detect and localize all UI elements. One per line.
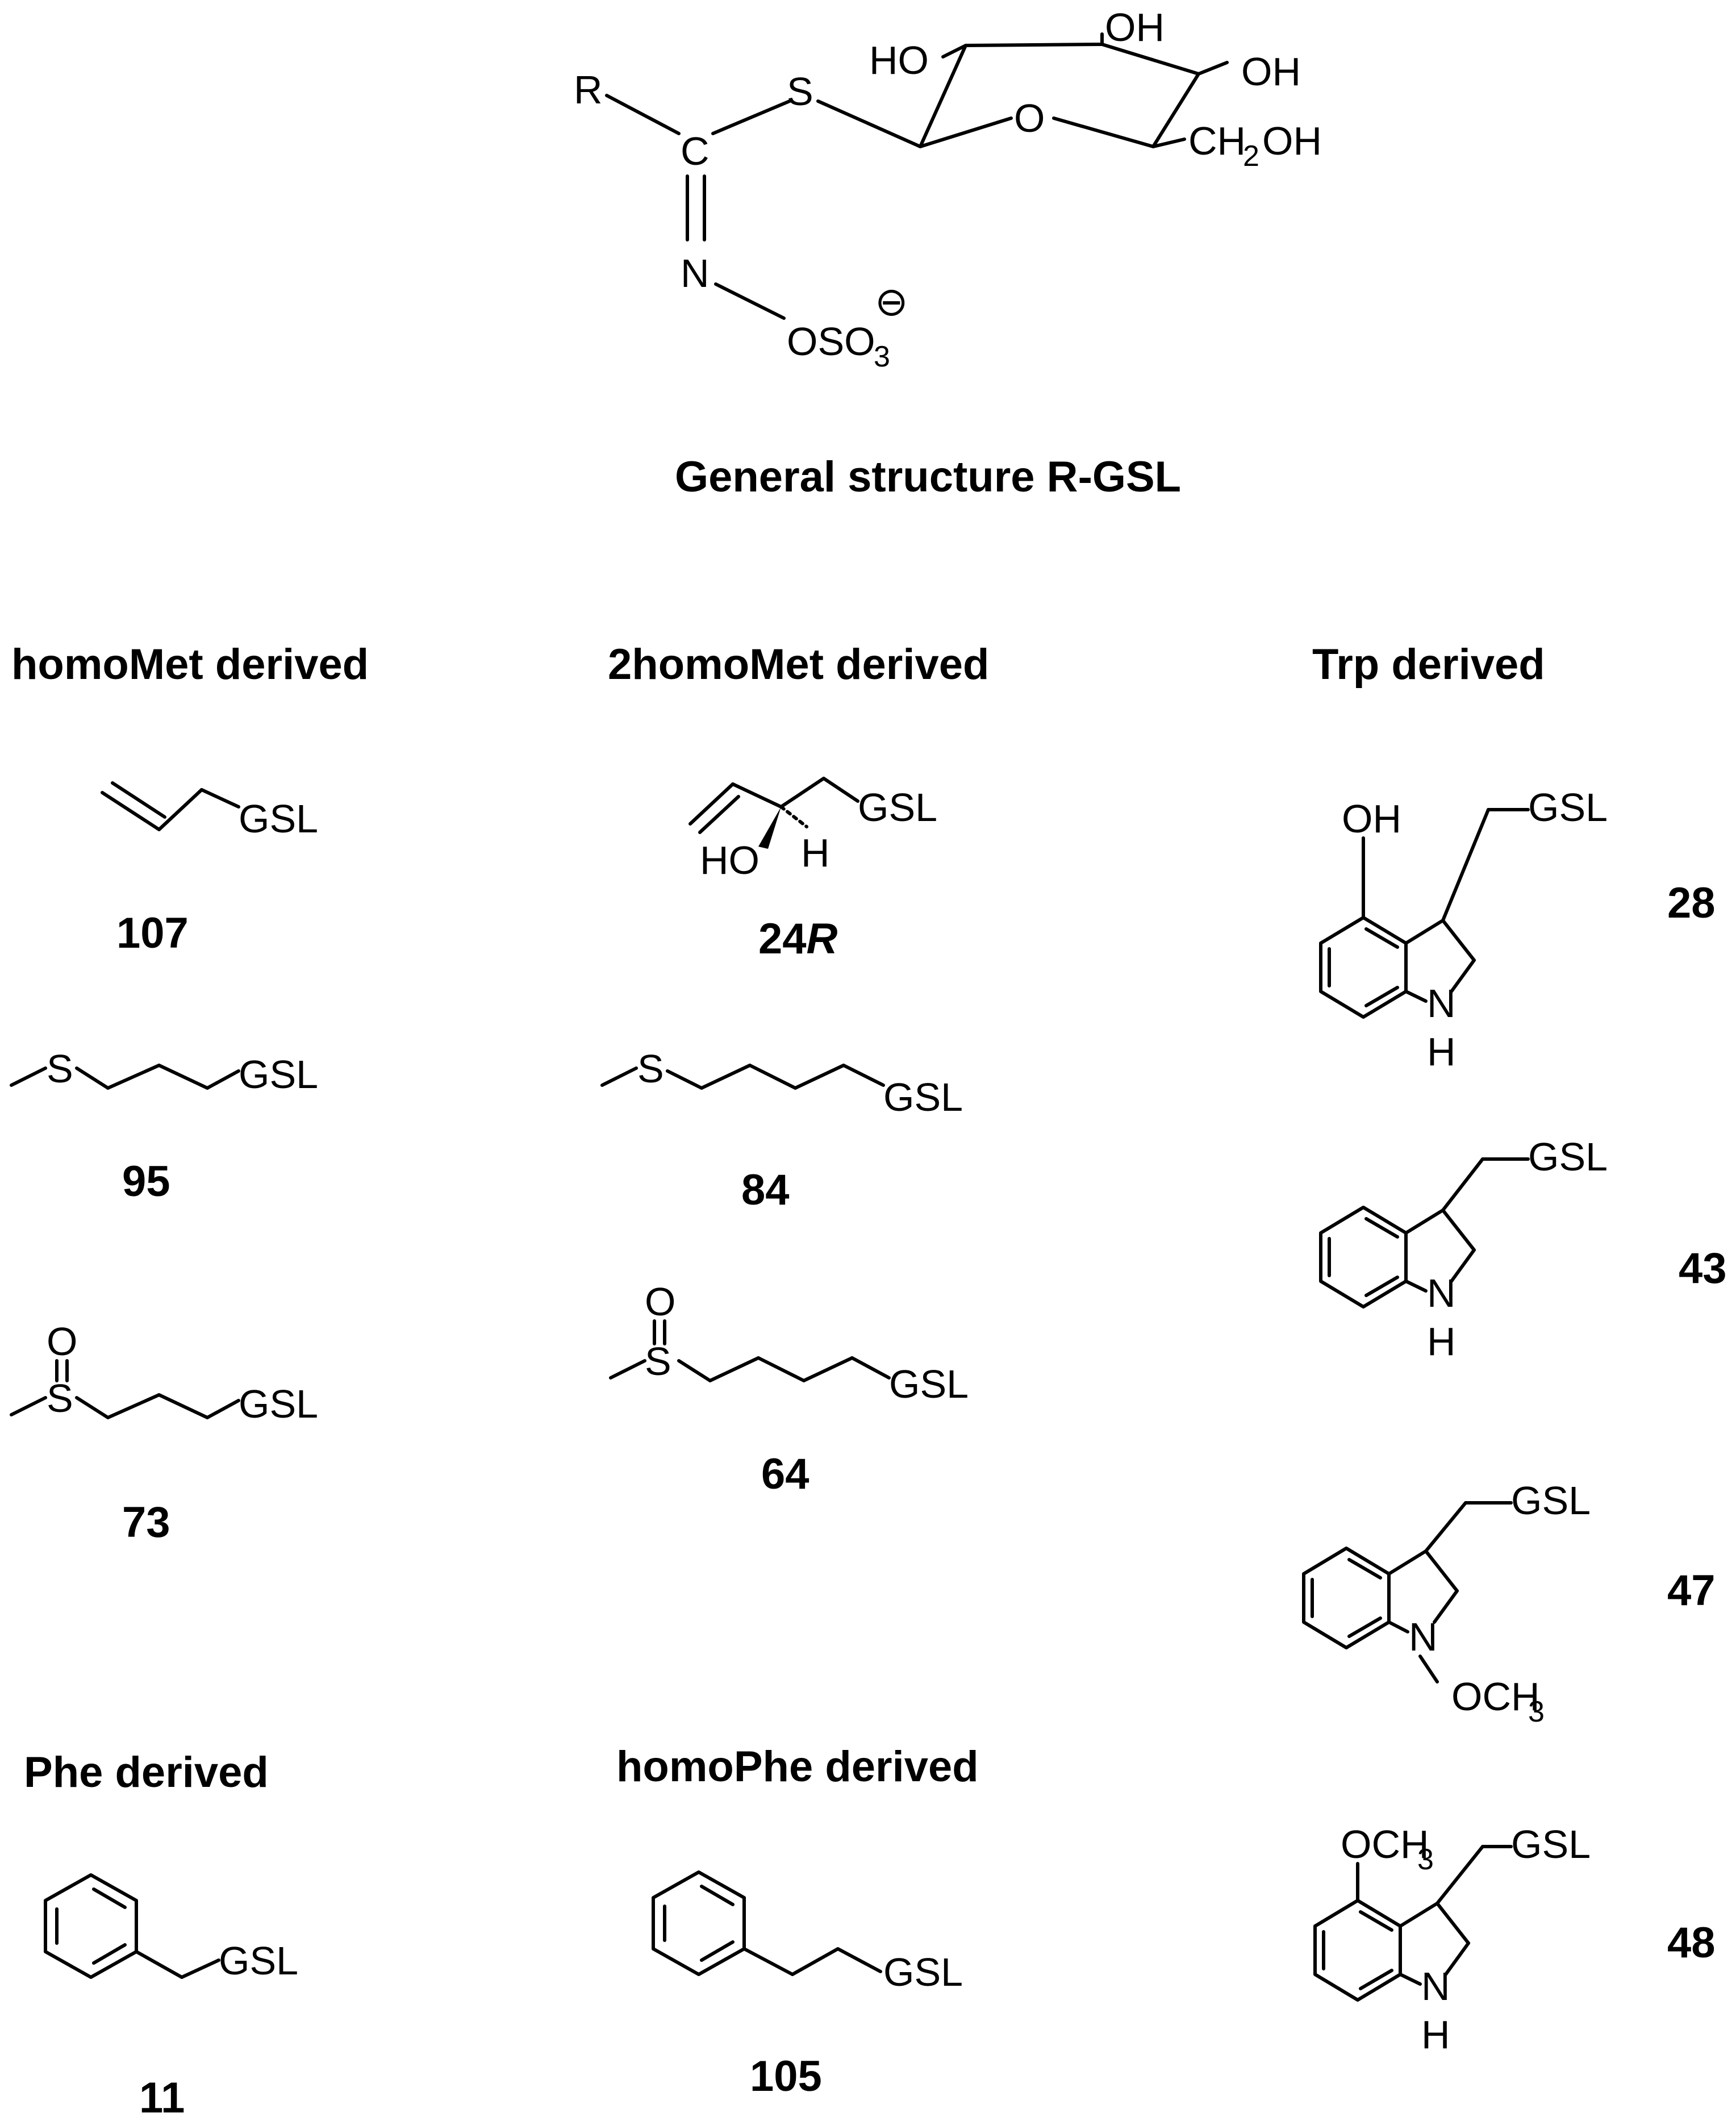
hydroxyl-left: HO — [869, 38, 929, 82]
header-homomet: homoMet derived — [11, 640, 369, 689]
hydroxyl-right: OH — [1241, 49, 1301, 94]
methoxy-och: OCH — [1451, 1674, 1540, 1719]
gsl-label: GSL — [219, 1939, 298, 1983]
gsl-label: GSL — [239, 797, 318, 841]
sulfur-atom: S — [787, 69, 813, 114]
compound-24R: GSL HO H 24R — [688, 777, 937, 963]
gsl-label: GSL — [239, 1052, 318, 1097]
compound-number-73: 73 — [122, 1498, 170, 1547]
methoxy-och: OCH — [1341, 1822, 1429, 1866]
compound-number-24-suffix: R — [807, 915, 838, 963]
header-homophe: homoPhe derived — [616, 1743, 979, 1791]
sulfur-atom: S — [645, 1339, 671, 1383]
hydroxyl-label: HO — [700, 838, 760, 882]
r-group-atom: R — [574, 68, 603, 112]
hydrogen-label: H — [801, 831, 830, 875]
gsl-label: GSL — [1528, 785, 1608, 830]
gsl-label: GSL — [1528, 1135, 1608, 1179]
sulfate-sub: 3 — [874, 340, 890, 373]
header-2homomet: 2homoMet derived — [608, 640, 989, 689]
indole-nitrogen: N — [1409, 1615, 1438, 1659]
sulfoxide-oxygen: O — [47, 1319, 77, 1364]
compound-number-28: 28 — [1667, 879, 1716, 927]
compound-107: GSL 107 — [101, 781, 318, 957]
hydroxyl-top: OH — [1105, 5, 1165, 49]
ring-oxygen-atom: O — [1014, 96, 1045, 140]
sulfur-atom: S — [637, 1047, 664, 1091]
compound-number-43: 43 — [1679, 1244, 1727, 1293]
negative-charge: ⊖ — [875, 280, 908, 324]
compound-95: S GSL 95 — [10, 1047, 318, 1206]
wedge-bond — [758, 807, 781, 849]
sulfoxide-oxygen: O — [645, 1280, 675, 1324]
sulfur-atom: S — [47, 1047, 73, 1091]
compound-number-48: 48 — [1667, 1919, 1716, 1967]
sulfur-atom: S — [47, 1376, 73, 1420]
compound-number-107: 107 — [116, 909, 189, 957]
compound-number-11: 11 — [139, 2074, 185, 2117]
hydroxyl-label: OH — [1342, 797, 1401, 841]
gsl-label: GSL — [889, 1362, 969, 1406]
gsl-label: GSL — [1511, 1478, 1591, 1523]
gsl-label: GSL — [883, 1950, 963, 1994]
sulfate-group: OSO — [787, 319, 875, 364]
indole-nitrogen: N — [1421, 1964, 1450, 2008]
compound-28: OH GSL N H 28 — [1319, 785, 1716, 1074]
nitrogen-atom: N — [681, 251, 710, 295]
compound-47: GSL N OCH 3 47 — [1302, 1478, 1716, 1728]
carbon-atom: C — [681, 129, 710, 173]
general-structure-caption: General structure R-GSL — [675, 453, 1181, 501]
compound-number-105: 105 — [750, 2052, 822, 2101]
gsl-label: GSL — [858, 785, 937, 830]
compound-84: S GSL 84 — [600, 1047, 963, 1214]
gsl-label: GSL — [239, 1382, 318, 1426]
compound-105: GSL 105 — [652, 1870, 963, 2101]
indole-hydrogen: H — [1421, 2012, 1450, 2057]
compound-number-24-digits: 24 — [758, 915, 807, 963]
header-trp: Trp derived — [1312, 640, 1545, 689]
indole-hydrogen: H — [1427, 1319, 1456, 1364]
compound-43: GSL N H 43 — [1319, 1135, 1727, 1364]
compound-48: OCH 3 GSL N H 48 — [1313, 1822, 1716, 2057]
hydroxymethyl-sub: 2 — [1243, 140, 1259, 173]
hydroxymethyl-oh: OH — [1262, 119, 1322, 163]
indole-nitrogen: N — [1427, 981, 1456, 1026]
compound-number-84: 84 — [741, 1166, 790, 1214]
general-structure: R S C N O HO OH OH CH 2 OH OSO 3 ⊖ Gener… — [574, 5, 1322, 501]
methoxy-sub: 3 — [1417, 1843, 1434, 1876]
hydroxymethyl-ch: CH — [1188, 119, 1246, 163]
indole-nitrogen: N — [1427, 1271, 1456, 1315]
compound-11: GSL 11 — [44, 1873, 298, 2117]
compound-64: O S GSL 64 — [609, 1280, 969, 1498]
compound-73: O S GSL 73 — [10, 1319, 318, 1547]
general-structure-bonds — [605, 32, 1229, 320]
compound-number-95: 95 — [122, 1157, 170, 1206]
header-phe: Phe derived — [24, 1748, 269, 1797]
gsl-label: GSL — [883, 1075, 963, 1119]
compound-number-24: 24R — [758, 915, 838, 963]
compound-number-64: 64 — [761, 1450, 809, 1498]
gsl-label: GSL — [1511, 1822, 1591, 1866]
compound-number-47: 47 — [1667, 1566, 1716, 1615]
methoxy-sub: 3 — [1528, 1695, 1545, 1728]
indole-hydrogen: H — [1427, 1030, 1456, 1074]
